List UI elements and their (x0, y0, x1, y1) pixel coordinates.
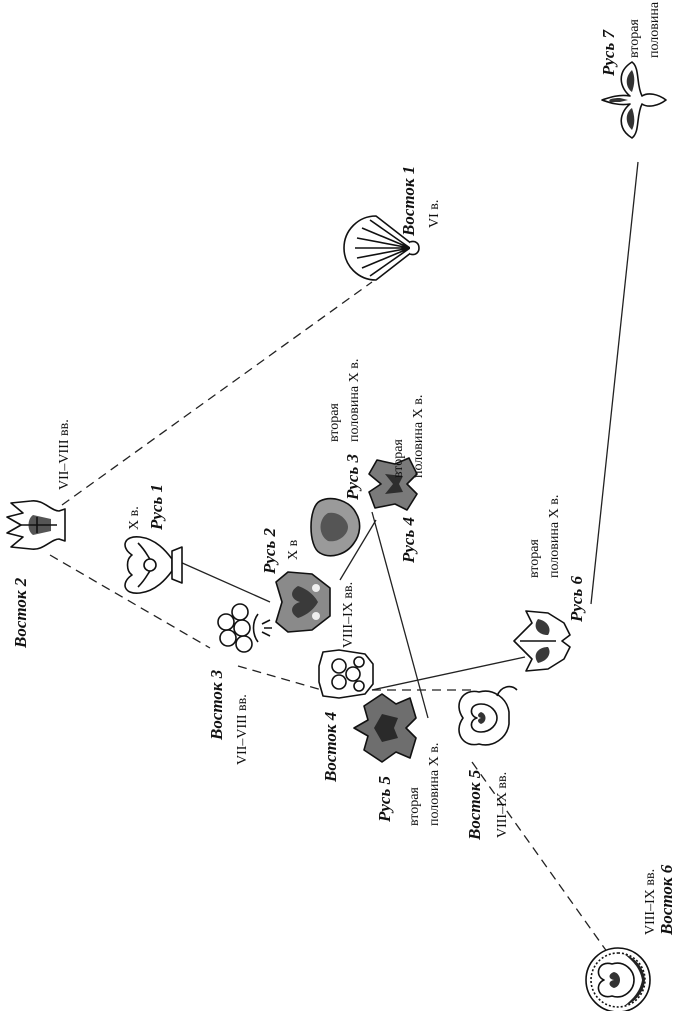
label-rus1-date: X в. (127, 506, 142, 530)
ornament-vostok5 (458, 685, 518, 746)
label-rus7-date-line1: вторая (627, 19, 642, 58)
label-rus3-name: Русь 3 (343, 454, 362, 501)
label-rus4-date-line2: половина X в. (411, 395, 426, 478)
label-rus1-name: Русь 1 (147, 484, 166, 531)
ornament-rus6 (513, 610, 571, 672)
label-rus2-date: X в (286, 539, 301, 560)
label-vostok3-name: Восток 3 (207, 669, 226, 741)
ornament-vostok4 (318, 649, 374, 699)
label-rus5-date-line1: вторая (407, 787, 422, 826)
ornament-vostok6 (585, 947, 651, 1011)
ornament-rus1 (124, 536, 183, 594)
ornament-rus7 (601, 61, 667, 139)
label-vostok6-name: Восток 6 (657, 864, 676, 936)
connection-lines (49, 161, 639, 971)
ornament-rus3 (310, 497, 361, 557)
label-rus3-date-line2: половина X в. (347, 359, 362, 442)
label-rus6-date-line1: вторая (527, 539, 542, 578)
label-rus7-date-line2: половина X в. (647, 0, 662, 58)
ornament-rus2 (275, 571, 331, 633)
label-vostok4-date: VIII–IX вв. (341, 582, 356, 648)
label-rus6-date-line2: половина X в. (547, 495, 562, 578)
ornament-rus4 (368, 457, 418, 511)
dashed-link-vostok2-vostok1 (61, 281, 373, 506)
label-rus7-name: Русь 7 (599, 29, 618, 77)
label-vostok1-date: VI в. (427, 200, 442, 228)
ornament-rus5 (353, 693, 417, 763)
label-rus3-date-line1: вторая (327, 403, 342, 442)
link-rus1-rus2 (179, 561, 271, 603)
dashed-link-vostok2-vostok3 (49, 554, 211, 649)
ornament-vostok1 (343, 215, 420, 281)
label-vostok3-date: VII–VIII вв. (235, 694, 250, 765)
dashed-link-vostok5-vostok6 (471, 761, 621, 971)
label-vostok5-date: VIII–IX вв. (495, 772, 510, 838)
label-rus4-date-line1: вторая (391, 439, 406, 478)
label-rus5-date-line2: половина X в. (427, 743, 442, 826)
label-rus2-name: Русь 2 (260, 528, 279, 575)
label-rus5-name: Русь 5 (375, 776, 394, 823)
link-rus6-rus7 (590, 161, 639, 605)
label-vostok2-date: VII–VIII вв. (57, 419, 72, 490)
labels: Восток 2 VII–VIII вв. Восток 1 VI в. Рус… (11, 0, 676, 936)
ornament-vostok3 (217, 603, 272, 653)
ornament-vostok2 (6, 500, 66, 550)
dashed-link-vostok3-vostok4 (237, 665, 323, 691)
label-vostok5-name: Восток 5 (465, 769, 484, 841)
label-vostok6-date: VIII–IX вв. (643, 869, 658, 935)
label-vostok1-name: Восток 1 (399, 166, 418, 237)
label-rus6-name: Русь 6 (567, 576, 586, 623)
link-rus2-rus4 (339, 519, 377, 581)
label-vostok2-name: Восток 2 (11, 577, 30, 649)
link-vostok4-rus6 (371, 656, 526, 691)
label-vostok4-name: Восток 4 (321, 712, 340, 783)
link-rus4-rus5 (371, 511, 429, 719)
label-rus4-name: Русь 4 (399, 517, 418, 564)
